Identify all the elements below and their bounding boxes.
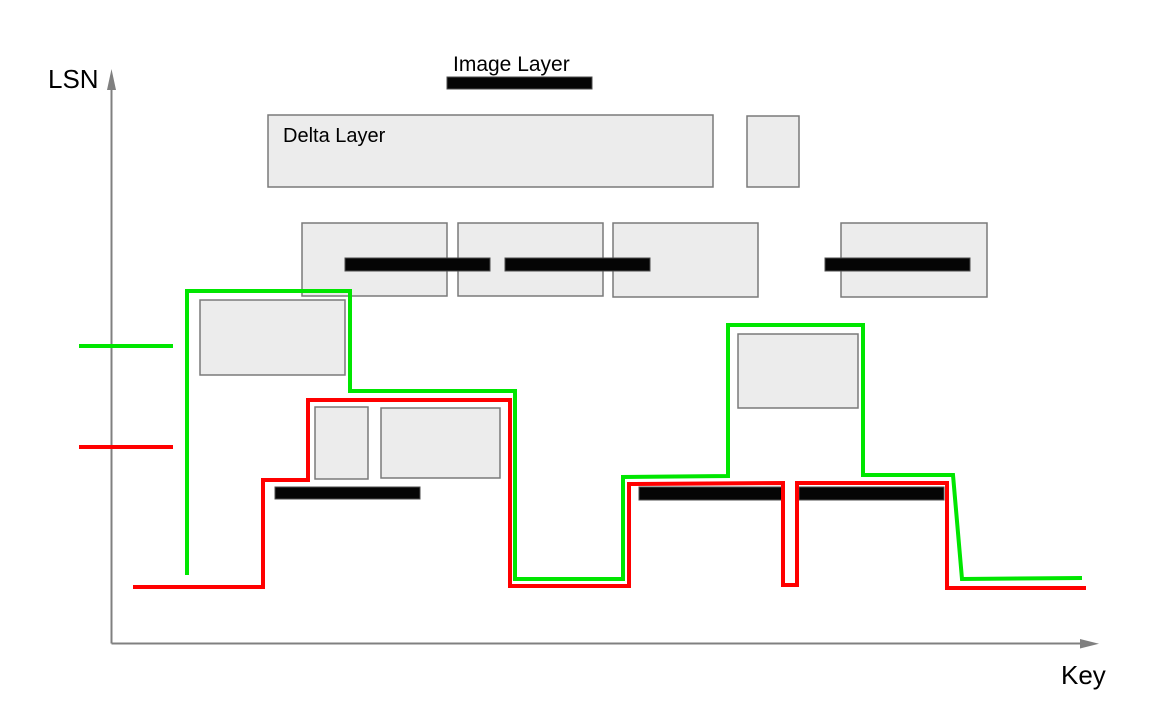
gc-horizon-red-line bbox=[133, 398, 1086, 590]
delta-layer-box bbox=[746, 115, 800, 188]
image-layer-bar bbox=[504, 257, 651, 272]
y-axis-arrowhead-icon bbox=[107, 69, 116, 90]
gc-lines bbox=[133, 289, 1086, 590]
delta-layer-box bbox=[380, 407, 501, 479]
delta-layers bbox=[199, 114, 988, 480]
image-layer-bar bbox=[274, 486, 421, 500]
image-layer-bar bbox=[824, 257, 971, 272]
delta-layer-box bbox=[267, 114, 714, 188]
gc-ticks bbox=[79, 344, 173, 449]
delta-layer-box bbox=[314, 406, 369, 480]
gc-horizon-green-line bbox=[185, 289, 1083, 582]
image-layer-bar bbox=[798, 486, 945, 501]
delta-layer-box bbox=[737, 333, 859, 409]
delta-layer-box bbox=[199, 299, 346, 376]
image-layer-label: Image Layer bbox=[453, 53, 570, 76]
image-layer-bar bbox=[446, 76, 593, 90]
x-axis-label: Key bbox=[1061, 660, 1106, 690]
image-layer-bar bbox=[344, 257, 491, 272]
y-axis-label: LSN bbox=[48, 64, 99, 94]
axes bbox=[107, 69, 1099, 649]
delta-layer-label: Delta Layer bbox=[283, 125, 386, 147]
x-axis-arrowhead-icon bbox=[1080, 639, 1099, 649]
image-layers bbox=[274, 76, 971, 501]
image-layer-bar bbox=[638, 486, 784, 501]
